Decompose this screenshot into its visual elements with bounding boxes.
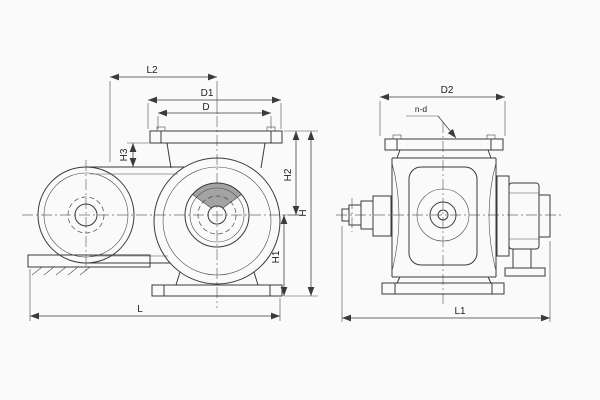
dim-label-h: H <box>298 209 309 216</box>
centerlines <box>22 116 562 308</box>
dim-label-h1: H1 <box>271 250 282 263</box>
side-view <box>341 134 551 295</box>
front-drive-cylinder <box>37 166 184 264</box>
front-housing <box>153 157 281 285</box>
front-view <box>27 126 283 297</box>
front-top-flange <box>149 126 283 169</box>
dim-label-l: L <box>137 304 143 315</box>
dim-label-h2: H2 <box>283 168 294 181</box>
side-drive-unit <box>496 175 551 277</box>
dim-label-n-d: n-d <box>415 104 428 114</box>
dim-label-l2: L2 <box>146 65 158 76</box>
front-view-dimensions: L2 D1 D H3 H2 H H1 L <box>29 65 318 321</box>
dim-label-l1: L1 <box>454 306 466 317</box>
side-view-dimensions: D2 n-d L1 <box>341 85 551 322</box>
dim-label-d: D <box>202 102 209 113</box>
front-rotor <box>184 182 250 248</box>
front-base-plate <box>27 254 151 276</box>
dim-label-h3: H3 <box>119 148 130 161</box>
side-shaft-assembly <box>341 195 392 237</box>
side-bottom-flange <box>381 276 505 295</box>
side-body <box>391 157 497 278</box>
dim-label-d1: D1 <box>201 88 214 99</box>
rotor-pocket <box>192 182 242 209</box>
side-top-flange <box>384 134 504 159</box>
dim-label-d2: D2 <box>441 85 454 96</box>
